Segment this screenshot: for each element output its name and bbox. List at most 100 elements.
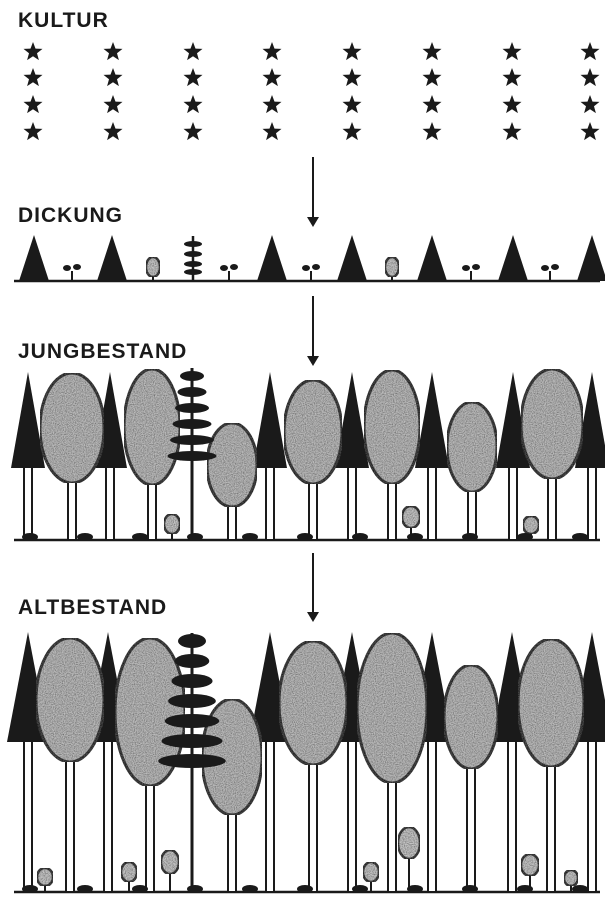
tree-trunk xyxy=(104,738,112,892)
deciduous-crown xyxy=(357,633,427,783)
deciduous-crown xyxy=(518,639,584,767)
undergrowth xyxy=(352,885,368,893)
small-deciduous-sapling xyxy=(398,827,420,892)
seedling-star xyxy=(503,122,522,140)
conifer-crown xyxy=(253,372,287,468)
undergrowth xyxy=(352,533,368,541)
stage-label-dickung: DICKUNG xyxy=(18,205,123,226)
stage-label-altbestand: ALTBESTAND xyxy=(18,597,167,618)
undergrowth xyxy=(517,533,533,541)
seedling-star xyxy=(263,122,282,140)
undergrowth xyxy=(572,885,588,893)
seedling-star xyxy=(343,42,362,60)
seedling-star xyxy=(343,122,362,140)
tree-trunk xyxy=(106,464,114,540)
undergrowth xyxy=(187,885,203,893)
deciduous-crown xyxy=(521,369,583,479)
tree-trunk xyxy=(24,738,32,892)
seedling-star xyxy=(263,68,282,86)
young-fir xyxy=(184,236,202,281)
seedling-star xyxy=(184,95,203,113)
seedling-star xyxy=(263,95,282,113)
tree-trunk xyxy=(509,464,517,540)
tree-trunk xyxy=(266,464,274,540)
tree-trunk xyxy=(428,464,436,540)
seedling-star xyxy=(343,95,362,113)
small-deciduous-sapling xyxy=(161,850,179,892)
young-conifer xyxy=(337,235,367,281)
tree-trunk xyxy=(348,738,356,892)
seedling-star xyxy=(104,122,123,140)
sprout xyxy=(541,264,559,281)
seedling-star xyxy=(343,68,362,86)
undergrowth xyxy=(407,885,423,893)
undergrowth xyxy=(462,885,478,893)
down-arrow xyxy=(307,553,319,622)
undergrowth xyxy=(242,885,258,893)
young-conifer xyxy=(19,235,49,281)
sprout xyxy=(220,264,238,281)
tree-trunk xyxy=(588,738,596,892)
undergrowth xyxy=(132,533,148,541)
undergrowth xyxy=(462,533,478,541)
seedling-star xyxy=(24,42,43,60)
seedling-star xyxy=(184,42,203,60)
tree-trunk xyxy=(508,738,516,892)
seedling-star xyxy=(423,68,442,86)
small-deciduous-sapling xyxy=(146,257,160,281)
seedling-star xyxy=(184,68,203,86)
undergrowth xyxy=(77,533,93,541)
small-deciduous-sapling xyxy=(37,868,53,892)
kultur-star-grid xyxy=(24,42,600,140)
deciduous-crown xyxy=(40,373,104,483)
seedling-star xyxy=(104,42,123,60)
seedling-star xyxy=(503,42,522,60)
deciduous-crown xyxy=(447,402,497,492)
sprout xyxy=(462,264,480,281)
undergrowth xyxy=(22,885,38,893)
seedling-star xyxy=(581,42,600,60)
undergrowth xyxy=(187,533,203,541)
young-conifer xyxy=(577,235,605,281)
seedling-star xyxy=(581,122,600,140)
tree-trunk xyxy=(266,738,274,892)
stage-label-kultur: KULTUR xyxy=(18,10,109,31)
undergrowth xyxy=(132,885,148,893)
seedling-star xyxy=(581,68,600,86)
deciduous-crown xyxy=(124,369,180,485)
deciduous-crown xyxy=(207,423,257,507)
tree-trunk xyxy=(24,464,32,540)
sprout xyxy=(63,264,81,281)
seedling-star xyxy=(24,122,43,140)
jungbestand-row xyxy=(11,368,605,541)
small-deciduous-sapling xyxy=(164,514,180,540)
tree-trunk xyxy=(428,738,436,892)
seedling-star xyxy=(423,42,442,60)
stage-label-jungbestand: JUNGBESTAND xyxy=(18,341,187,362)
deciduous-crown xyxy=(279,641,347,765)
seedling-star xyxy=(423,122,442,140)
tree-trunk xyxy=(588,464,596,540)
seedling-star xyxy=(184,122,203,140)
young-conifer xyxy=(417,235,447,281)
down-arrow xyxy=(307,157,319,227)
seedling-star xyxy=(104,68,123,86)
undergrowth xyxy=(297,885,313,893)
dickung-row xyxy=(14,235,605,281)
seedling-star xyxy=(423,95,442,113)
undergrowth xyxy=(407,533,423,541)
deciduous-crown xyxy=(444,665,498,769)
young-conifer xyxy=(97,235,127,281)
seedling-star xyxy=(104,95,123,113)
deciduous-crown xyxy=(284,380,342,484)
seedling-star xyxy=(581,95,600,113)
undergrowth xyxy=(77,885,93,893)
small-deciduous-sapling xyxy=(385,257,399,281)
undergrowth xyxy=(572,533,588,541)
seedling-star xyxy=(24,95,43,113)
young-conifer xyxy=(257,235,287,281)
undergrowth xyxy=(242,533,258,541)
seedling-star xyxy=(503,95,522,113)
seedling-star xyxy=(24,68,43,86)
